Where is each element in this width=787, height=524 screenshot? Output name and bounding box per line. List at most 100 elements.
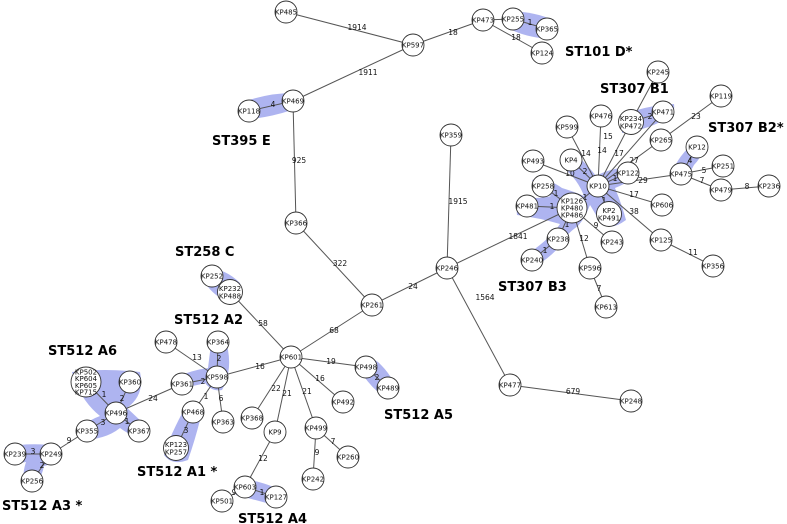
node-label: KP243: [601, 239, 623, 247]
edge-label-KP10-KP122: 1: [613, 174, 618, 183]
edge-KP10-KP471: [597, 111, 664, 187]
node-label: KP491: [598, 214, 620, 222]
edge-label-KP4-KP10: 2: [583, 167, 588, 176]
node-label: KP489: [377, 385, 399, 393]
edge-label-KP601-KP9: 21: [282, 389, 292, 398]
node-KP613: KP613: [594, 295, 618, 319]
edge-KP261-KP246: [371, 267, 448, 306]
node-label: KP258: [532, 183, 554, 191]
edge-KP597-KP473: [412, 19, 484, 46]
node-label: KP265: [650, 137, 672, 145]
node-KP367: KP367: [127, 419, 151, 443]
node-circle: [118, 370, 142, 394]
node-KP364: KP364: [206, 330, 230, 354]
node-circle: [669, 162, 693, 186]
node-label: KP613: [595, 304, 617, 312]
node-circle: [3, 442, 27, 466]
node-KP496: KP496: [104, 401, 128, 425]
node-label: KP478: [155, 339, 177, 347]
node-circle: [200, 264, 224, 288]
edge-KP601-KP598: [216, 356, 292, 378]
cluster-label-st258-c: ST258 C: [175, 245, 234, 260]
node-label: KP261: [361, 302, 383, 310]
node-KP477: KP477: [498, 373, 522, 397]
node-circle: [181, 400, 205, 424]
node-circle: [39, 442, 63, 466]
node-KP251: KP251: [711, 154, 735, 178]
node-label: KP473: [472, 17, 494, 25]
node-label: KP601: [280, 354, 302, 362]
node-label: KP606: [651, 202, 674, 210]
node-circle: [281, 89, 305, 113]
node-circle: [360, 293, 384, 317]
node-KP363: KP363: [211, 410, 235, 434]
edge-KP469-KP366: [292, 100, 297, 224]
node-circle: [435, 256, 459, 280]
node-circle: [127, 419, 151, 443]
node-circle: [205, 365, 229, 389]
node-label: KP498: [355, 364, 377, 372]
node-circle: [210, 489, 234, 513]
node-KP239: KP239: [3, 442, 27, 466]
edge-label-KP475-KP251: 5: [702, 166, 707, 175]
edge-KP475-KP10: [597, 173, 682, 187]
node-KP360: KP360: [118, 370, 142, 394]
node-KP119: KP119: [709, 84, 733, 108]
edge-label-KP261-KP246: 24: [408, 282, 418, 291]
node-label: KP476: [590, 113, 613, 121]
node-circle: [616, 161, 640, 185]
node-KP597: KP597: [401, 33, 425, 57]
node-KP245: KP245: [646, 60, 670, 84]
edges: [15, 11, 770, 502]
node-circle: [546, 227, 570, 251]
edge-label-KP360-KP496: 2: [120, 394, 125, 403]
edge-label-KP126-KP10: 1: [583, 193, 588, 202]
node-KP599: KP599: [555, 115, 579, 139]
node-label: KP468: [182, 409, 204, 417]
node-KP475: KP475: [669, 162, 693, 186]
edge-KP597-KP469: [292, 44, 414, 102]
edge-label-KP239-KP249: 3: [31, 447, 36, 456]
edge-label-KP246-KP126: 1841: [508, 232, 527, 241]
node-circle: [619, 389, 643, 413]
edge-label-KP10-KP606: 17: [629, 190, 639, 199]
edge-KP485-KP597: [285, 11, 414, 46]
edge-KP601-KP492: [290, 356, 344, 403]
node-circle: [104, 401, 128, 425]
node-label: KP368: [241, 415, 263, 423]
node-circle: [304, 416, 328, 440]
node-circle: [521, 149, 545, 173]
node-KP492: KP492: [331, 390, 355, 414]
node-label: KP251: [712, 163, 734, 171]
edge-label-KP496-KP367: 1: [125, 417, 130, 426]
node-label: KP492: [332, 399, 354, 407]
node-circle: [284, 211, 308, 235]
node-KP478: KP478: [154, 330, 178, 354]
node-label: KP236: [758, 183, 781, 191]
node-KP265: KP265: [649, 128, 673, 152]
node-KP489: KP489: [376, 376, 400, 400]
node-KP471: KP471: [651, 100, 675, 124]
edge-label-KP496-KP355: 3: [101, 418, 106, 427]
edge-KP366-KP261: [295, 222, 373, 306]
node-circle: [709, 178, 733, 202]
edge-label-KP468-KP123: 3: [184, 426, 189, 435]
node-circle: [336, 445, 360, 469]
edge-label-KP499-KP242: 9: [315, 448, 320, 457]
node-KP122: KP122: [616, 161, 640, 185]
node-label: KP232: [219, 285, 241, 293]
edge-label-KP119-KP265: 23: [691, 112, 701, 121]
cluster-label-st512-a1: ST512 A1 *: [137, 465, 218, 480]
node-circle: [331, 390, 355, 414]
node-circle: [559, 148, 583, 172]
edge-label-KP255-KP365: 1: [528, 18, 533, 27]
edge-label-KP603-KP127: 1: [260, 488, 265, 497]
node-circle: [701, 254, 725, 278]
node-KP246: KP246: [435, 256, 459, 280]
node-KP468: KP468: [181, 400, 205, 424]
edge-label-KP493-KP10: 10: [565, 169, 575, 178]
edge-KP476-KP10: [597, 115, 602, 187]
node-label: KP126: [561, 198, 584, 206]
